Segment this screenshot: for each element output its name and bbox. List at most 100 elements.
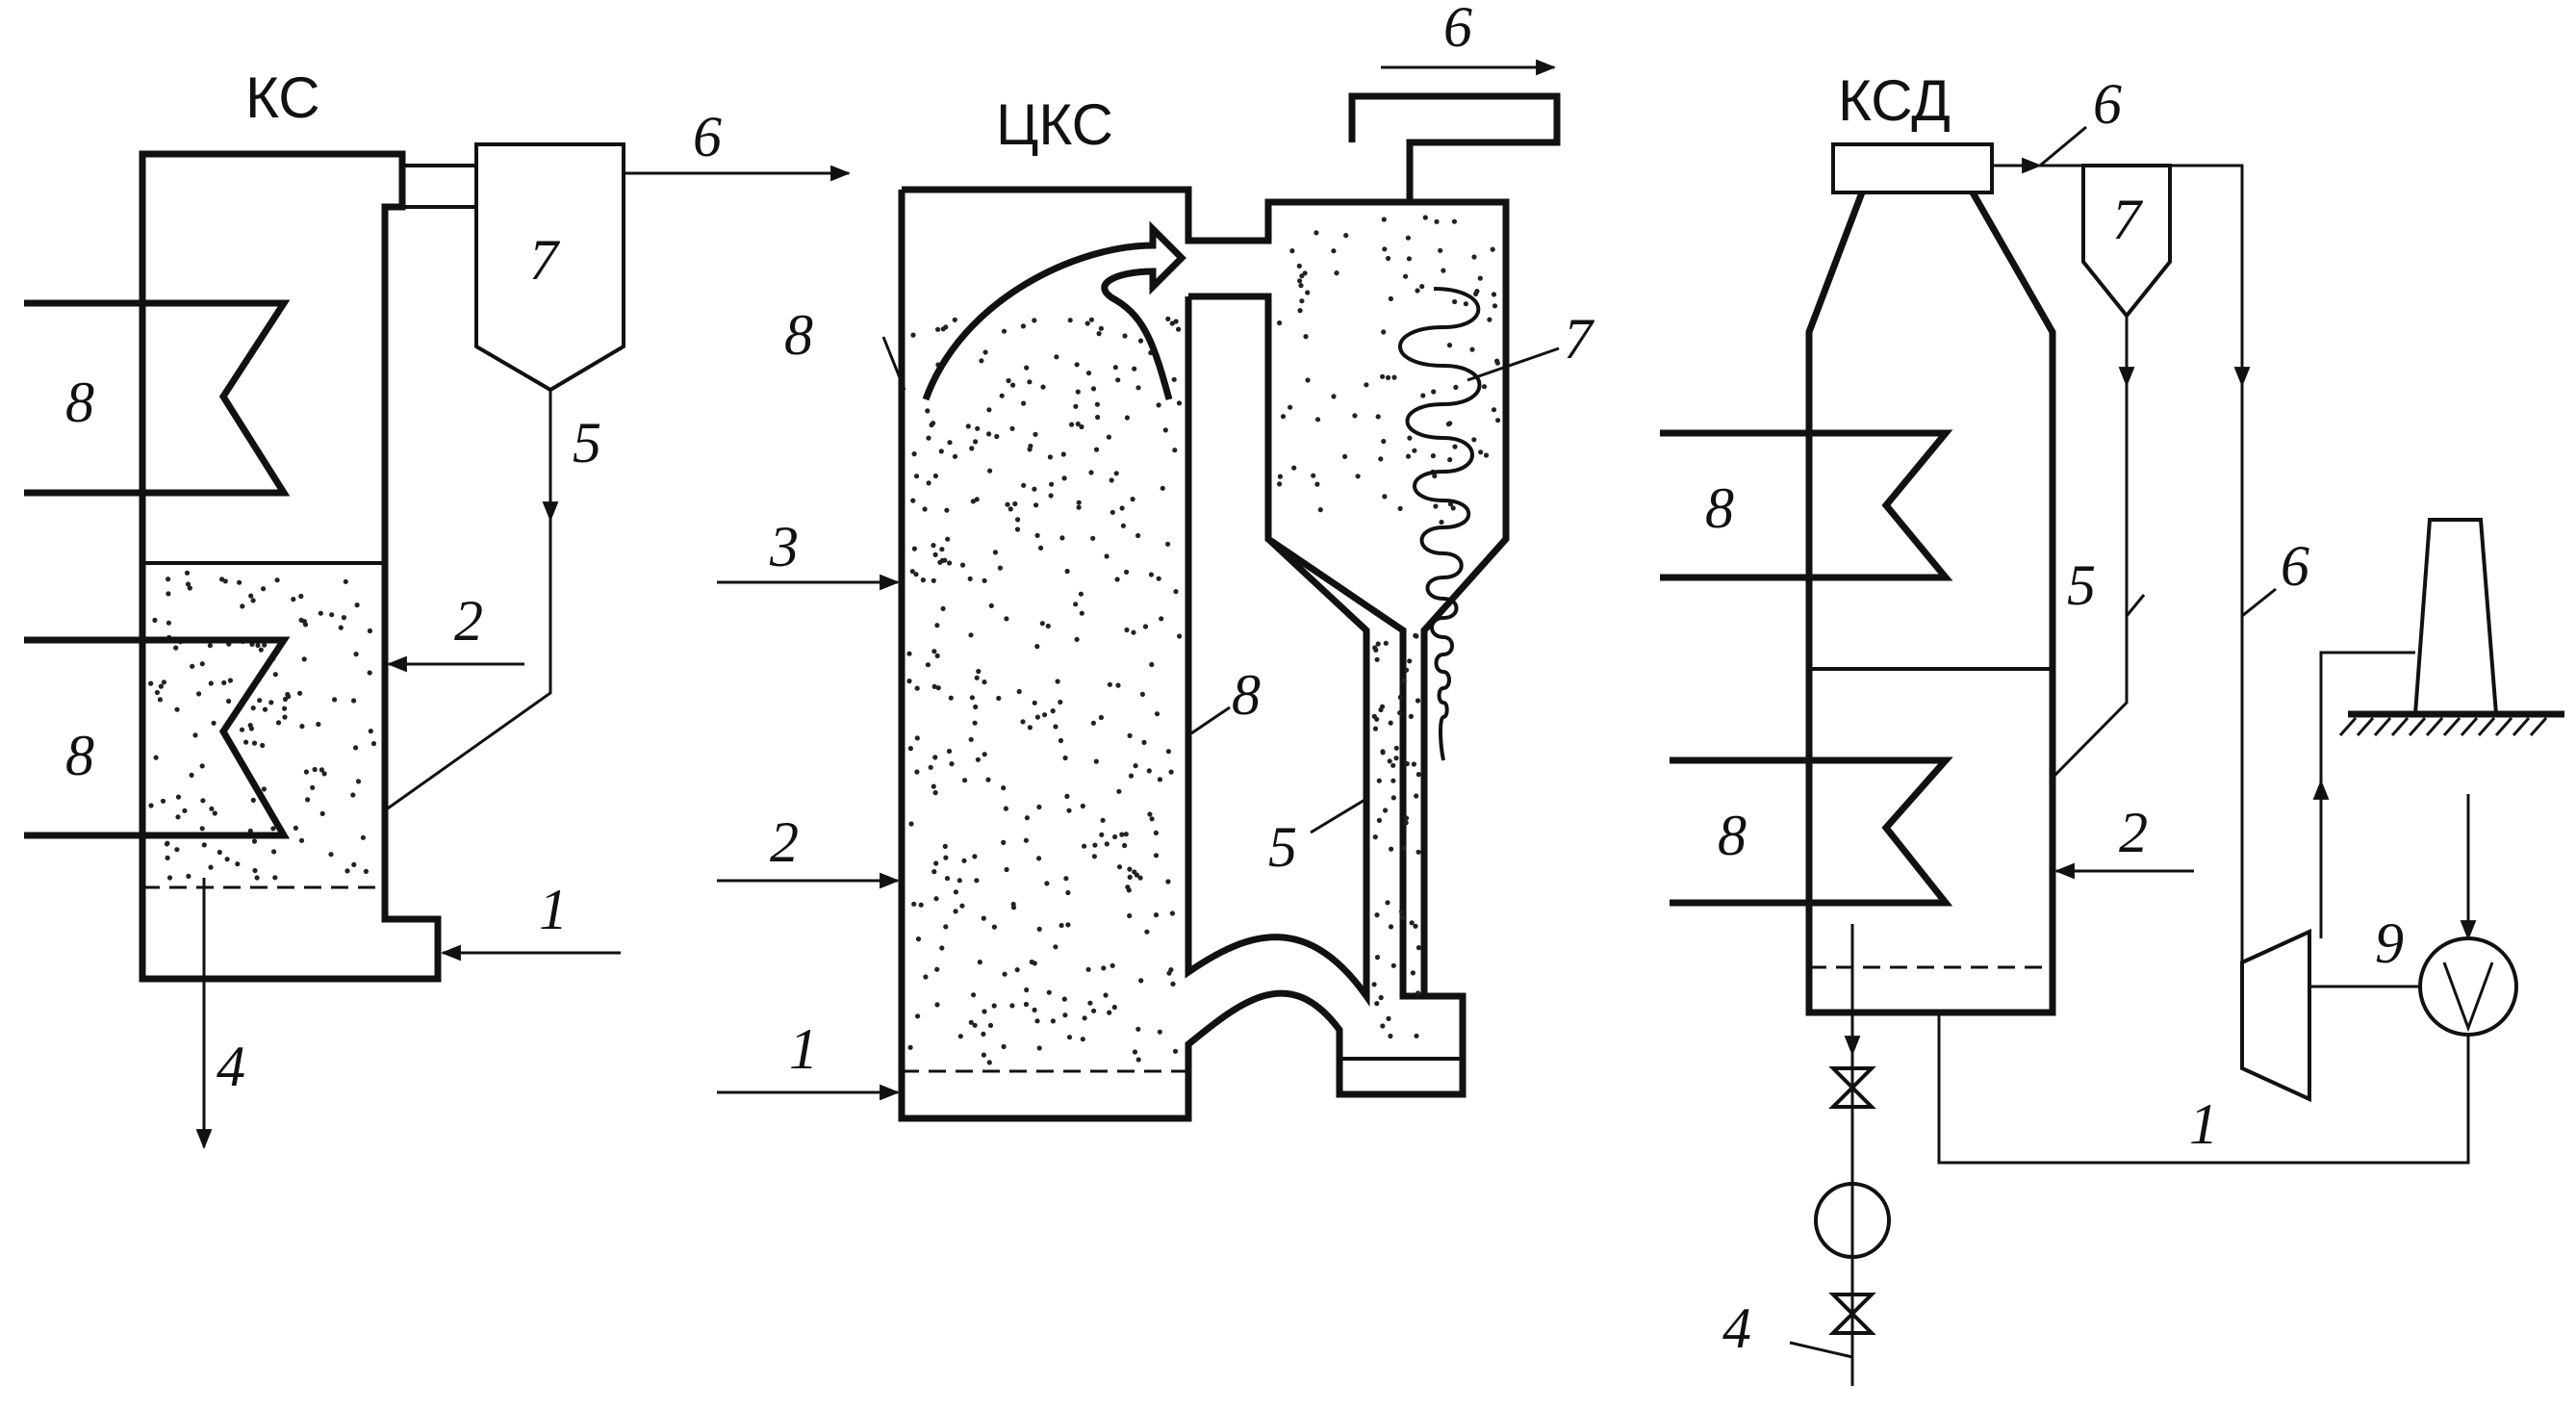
bed-particle (1112, 365, 1118, 371)
ks-title: КС (245, 65, 320, 130)
bed-particle (240, 603, 245, 609)
bed-particle (1001, 785, 1007, 791)
bed-particle (1376, 778, 1382, 783)
ks-cyclone-duct (385, 164, 476, 209)
bed-particle (1422, 215, 1428, 220)
bed-particle (1149, 816, 1155, 822)
bed-particle (1451, 218, 1457, 224)
bed-particle (1314, 230, 1319, 236)
bed-particle (343, 578, 348, 584)
bed-particle (1096, 331, 1102, 337)
bed-particle (1135, 532, 1141, 539)
bed-particle (935, 685, 941, 691)
bed-particle (174, 706, 180, 712)
bed-particle (1058, 922, 1064, 929)
bed-particle (961, 858, 967, 863)
cks-downcomer-wall (1185, 293, 1467, 1098)
bed-particle (199, 661, 205, 667)
bed-particle (1134, 872, 1139, 878)
bed-particle (1060, 451, 1066, 457)
bed-particle (1446, 343, 1453, 348)
bed-particle (925, 408, 931, 414)
bed-particle (1157, 777, 1162, 782)
bed-particle (1032, 700, 1037, 705)
bed-particle (1149, 661, 1155, 668)
cks-leader-8-mid (1190, 705, 1231, 735)
bed-particle (1343, 233, 1349, 239)
bed-particle (973, 704, 979, 710)
bed-particle (1045, 623, 1051, 629)
bed-particle (173, 645, 179, 651)
bed-particle (992, 550, 998, 555)
bed-particle (1021, 400, 1027, 406)
bed-particle (1388, 720, 1393, 726)
bed-particle (1014, 526, 1021, 532)
bed-particle (1131, 629, 1136, 635)
bed-particle (1415, 288, 1420, 294)
bed-particle (255, 642, 261, 649)
bed-particle (986, 407, 992, 413)
bed-particle (982, 577, 987, 583)
bed-particle (1074, 362, 1080, 368)
ksd-ash-cooler (1814, 1182, 1891, 1259)
bed-particle (200, 798, 206, 804)
bed-particle (942, 843, 948, 850)
cks-flow-arrow (922, 220, 1186, 401)
ks-heat-exchanger-lower (24, 636, 291, 839)
bed-particle (915, 1013, 921, 1019)
bed-particle (332, 697, 338, 703)
bed-particle (1291, 465, 1297, 471)
bed-particle (1135, 1026, 1141, 1032)
bed-particle (1490, 246, 1495, 252)
bed-particle (913, 572, 919, 577)
bed-particle (996, 695, 1002, 702)
bed-particle (251, 740, 258, 746)
bed-particle (931, 543, 936, 549)
bed-particle (1114, 577, 1120, 582)
bed-particle (199, 763, 205, 769)
ksd-stack (2413, 518, 2498, 715)
bed-particle (1027, 447, 1033, 452)
bed-particle (222, 578, 228, 584)
bed-particle (1385, 374, 1391, 380)
bed-particle (953, 909, 958, 914)
bed-particle (1063, 876, 1069, 882)
bed-particle (353, 652, 359, 657)
bed-particle (1372, 834, 1378, 840)
bed-particle (1170, 981, 1176, 987)
bed-particle (1124, 569, 1130, 576)
bed-particle (243, 739, 249, 745)
bed-particle (1383, 640, 1389, 646)
bed-particle (1374, 912, 1380, 918)
bed-particle (1004, 866, 1009, 873)
bed-particle (926, 480, 931, 486)
bed-particle (1407, 658, 1413, 664)
bed-particle (1076, 500, 1082, 505)
bed-particle (907, 746, 914, 752)
bed-particle (1058, 699, 1063, 705)
bed-particle (1410, 970, 1416, 976)
bed-particle (1177, 633, 1183, 639)
bed-particle (939, 547, 945, 552)
bed-particle (1162, 427, 1168, 433)
bed-particle (1471, 437, 1477, 443)
bed-particle (944, 507, 950, 513)
bed-particle (328, 852, 334, 858)
bed-particle (1388, 295, 1393, 301)
ksd-heat-exchanger-upper (1660, 429, 1953, 581)
bed-particle (186, 873, 191, 880)
bed-particle (1453, 384, 1459, 390)
ksd-label-8-upper: 8 (1705, 476, 1734, 540)
bed-particle (1016, 688, 1022, 695)
bed-particle (1142, 624, 1149, 629)
bed-particle (1109, 509, 1115, 515)
bed-particle (341, 615, 346, 621)
bed-particle (298, 617, 304, 623)
bed-particle (1147, 811, 1153, 817)
bed-particle (934, 966, 940, 972)
bed-particle (1092, 842, 1098, 848)
bed-particle (1001, 328, 1007, 334)
bed-particle (1376, 817, 1382, 824)
bed-particle (1473, 291, 1479, 296)
bed-particle (1032, 1007, 1037, 1013)
